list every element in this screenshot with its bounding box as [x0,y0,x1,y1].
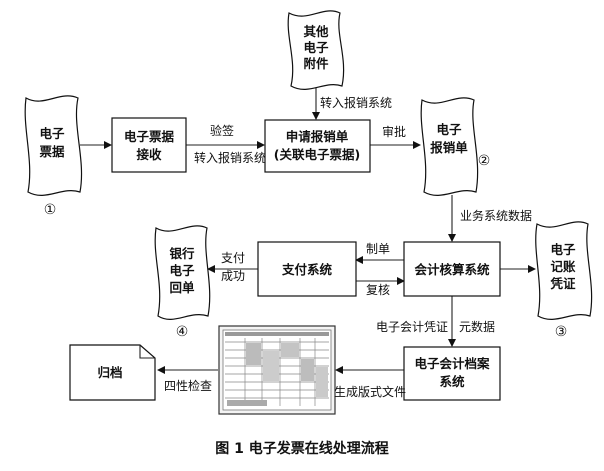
edge-label-to-expense-2: 转入报销系统 [320,95,392,110]
node-e-invoice: 电子 票据 [24,95,83,196]
node-accounting: 会计核算系统 [403,241,501,297]
voucher-line3: 凭证 [549,276,576,291]
apply-line2: (关联电子票据) [274,147,360,162]
node-receive: 电子票据 接收 [111,117,187,173]
marker-1: ① [44,202,57,218]
e-invoice-line2: 票据 [39,144,65,159]
receive-line2: 接收 [136,147,162,162]
payment-label: 支付系统 [281,262,333,277]
e-invoice-line1: 电子 [39,126,65,141]
archive-sys-line2: 系统 [439,374,465,389]
node-payment: 支付系统 [257,241,357,297]
other-attach-line3: 附件 [303,56,329,71]
node-e-expense: 电子 报销单 [420,97,479,196]
e-expense-line2: 报销单 [430,140,468,155]
other-attach-line1: 其他 [303,24,329,39]
node-e-voucher: 电子 记账 凭证 [535,221,593,320]
archive-label: 归档 [97,365,122,380]
node-apply: 申请报销单 (关联电子票据) [264,119,371,173]
edge-label-four-check: 四性检查 [164,378,212,393]
bank-line3: 回单 [169,280,195,295]
bank-line2: 电子 [169,263,195,278]
edge-label-biz-data: 业务系统数据 [460,208,532,223]
marker-3: ③ [555,324,568,340]
receive-line1: 电子票据 [124,129,175,144]
edge-label-voucher: 电子会计凭证 [376,319,448,334]
marker-2: ② [478,153,491,169]
layout-document-image [218,325,336,415]
edge-label-pay-ok-line1: 支付 [221,251,245,265]
figure-caption: 图 1 电子发票在线处理流程 [215,440,389,457]
other-attach-line2: 电子 [303,40,329,55]
connectors [80,88,536,374]
voucher-line1: 电子 [550,242,576,257]
node-other-attach: 其他 电子 附件 [287,10,345,90]
edge-label-layout-file: 生成版式文件 [334,384,406,399]
edge-label-metadata: 元数据 [459,319,495,334]
bank-line1: 银行 [169,246,195,261]
edge-label-inspect: 验签 [210,123,234,138]
voucher-line2: 记账 [550,259,576,274]
node-archive: 归档 [69,344,156,401]
accounting-label: 会计核算系统 [414,262,490,277]
node-bank-receipt: 银行 电子 回单 [154,225,211,320]
archive-sys-line1: 电子会计档案 [414,356,490,371]
marker-4: ④ [176,324,189,340]
apply-line1: 申请报销单 [286,129,349,144]
e-expense-line1: 电子 [436,122,462,137]
edge-label-approve: 审批 [382,124,406,139]
edge-label-review: 复核 [366,283,390,297]
node-archive-system: 电子会计档案 系统 [403,346,501,401]
edge-label-make-bill: 制单 [366,242,390,256]
edge-label-to-expense-1: 转入报销系统 [194,150,266,165]
edge-label-pay-ok-line2: 成功 [221,269,245,283]
